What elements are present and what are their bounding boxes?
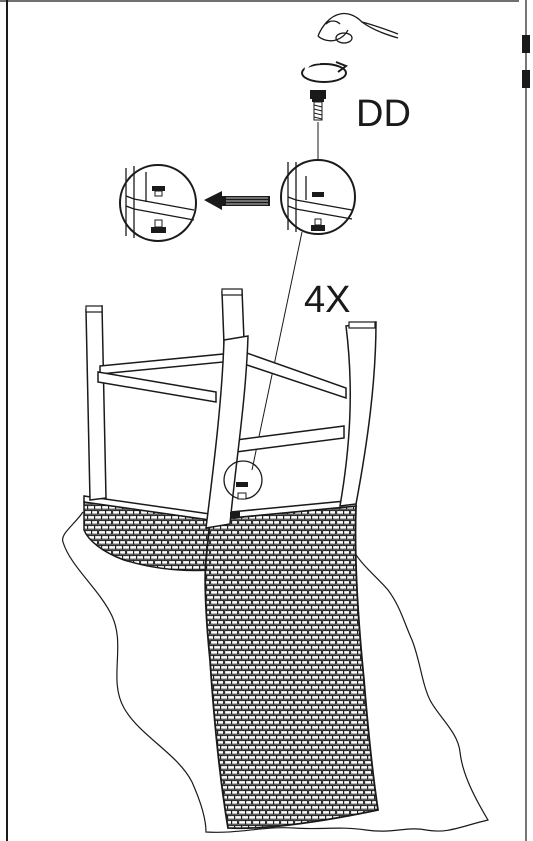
page-tab-marker xyxy=(522,70,530,88)
leader-line xyxy=(251,231,303,471)
leg-cap xyxy=(221,288,243,296)
wicker-back-panel xyxy=(204,505,380,830)
chair-frame xyxy=(85,289,377,529)
leg-cap xyxy=(348,321,376,329)
hand-icon xyxy=(317,12,399,44)
bolt-location-marker xyxy=(223,460,263,518)
detail-circle-after xyxy=(119,164,197,242)
detail-circle-before xyxy=(280,159,356,235)
page-tab-marker xyxy=(522,35,530,53)
arrow-left-icon xyxy=(204,191,270,210)
rotate-arrow-icon xyxy=(301,60,349,83)
part-code-label: DD xyxy=(356,93,411,135)
bolt-icon xyxy=(310,90,326,121)
wicker-seat-left xyxy=(83,501,213,572)
quantity-label: 4X xyxy=(304,279,350,321)
leg-cap xyxy=(85,305,103,313)
